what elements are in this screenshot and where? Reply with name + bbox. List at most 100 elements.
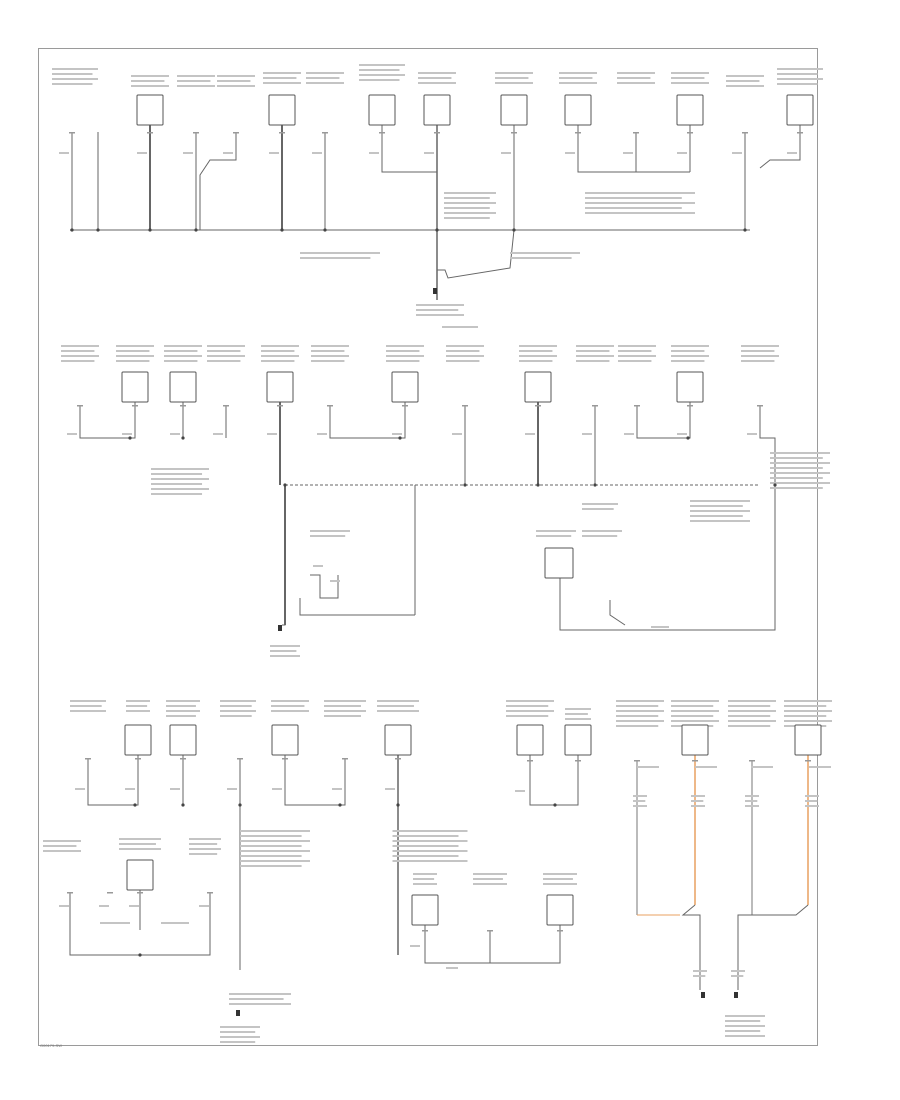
faint-label xyxy=(240,845,302,847)
component-box xyxy=(500,94,528,126)
faint-label xyxy=(240,840,310,842)
faint-label xyxy=(671,355,709,357)
faint-label xyxy=(418,72,456,74)
faint-label xyxy=(43,840,81,842)
faint-label xyxy=(623,152,633,154)
connector-pin xyxy=(634,760,640,762)
faint-label xyxy=(311,350,345,352)
faint-label xyxy=(311,345,349,347)
faint-label xyxy=(217,75,255,77)
component-box xyxy=(368,94,396,126)
faint-label xyxy=(392,855,459,857)
faint-label xyxy=(75,788,85,790)
faint-label xyxy=(116,350,150,352)
wire xyxy=(299,598,415,616)
faint-label xyxy=(300,252,380,254)
faint-label xyxy=(126,710,150,712)
splice-dot xyxy=(686,436,690,440)
faint-label xyxy=(386,350,420,352)
splice-dot xyxy=(280,228,284,232)
faint-label xyxy=(770,462,830,464)
faint-label xyxy=(99,905,109,907)
faint-label xyxy=(671,360,705,362)
faint-label xyxy=(229,1003,291,1005)
faint-label xyxy=(386,360,420,362)
faint-label xyxy=(151,473,203,475)
splice-dot xyxy=(773,483,777,487)
faint-label xyxy=(229,998,284,1000)
wire xyxy=(737,904,809,990)
connector-pin xyxy=(487,930,493,932)
wire xyxy=(310,574,339,599)
faint-label xyxy=(126,705,148,707)
faint-label xyxy=(770,452,830,454)
faint-label xyxy=(473,883,507,885)
faint-label xyxy=(220,1031,256,1033)
faint-label xyxy=(543,883,577,885)
connector-pin xyxy=(322,132,328,134)
faint-label xyxy=(519,360,553,362)
faint-label xyxy=(770,477,823,479)
faint-label xyxy=(728,715,771,717)
faint-label xyxy=(691,800,704,802)
faint-label xyxy=(125,788,135,790)
splice-dot xyxy=(138,953,142,957)
faint-label xyxy=(452,433,462,435)
faint-label xyxy=(728,705,771,707)
faint-label xyxy=(59,152,69,154)
faint-label xyxy=(784,705,827,707)
connector-pin xyxy=(135,758,141,760)
faint-label xyxy=(690,520,750,522)
component-box xyxy=(136,94,164,126)
faint-label xyxy=(52,73,93,75)
faint-label xyxy=(310,535,346,537)
wire xyxy=(577,125,690,173)
connector-pin xyxy=(527,760,533,762)
faint-label xyxy=(271,705,305,707)
wire xyxy=(559,485,776,631)
faint-label xyxy=(495,82,533,84)
faint-label xyxy=(515,790,525,792)
wire xyxy=(759,405,776,485)
faint-label xyxy=(240,860,310,862)
faint-label xyxy=(446,355,484,357)
faint-label xyxy=(317,433,327,435)
faint-label xyxy=(137,152,147,154)
ground-terminal xyxy=(734,992,738,998)
faint-label xyxy=(272,788,282,790)
faint-label xyxy=(745,800,758,802)
faint-label xyxy=(386,355,424,357)
faint-label xyxy=(732,152,742,154)
faint-label xyxy=(519,355,557,357)
faint-label xyxy=(671,720,719,722)
faint-label xyxy=(525,433,535,435)
ground-terminal xyxy=(433,288,437,294)
faint-label xyxy=(61,345,99,347)
faint-label xyxy=(446,345,484,347)
faint-label xyxy=(392,845,459,847)
faint-label xyxy=(728,720,776,722)
splice-dot xyxy=(128,436,132,440)
faint-label xyxy=(446,360,480,362)
faint-label xyxy=(616,700,664,702)
faint-label xyxy=(392,840,468,842)
faint-label xyxy=(442,326,478,328)
faint-label xyxy=(446,967,458,969)
faint-label xyxy=(576,345,614,347)
faint-label xyxy=(510,257,572,259)
connector-pin xyxy=(180,405,186,407)
faint-label xyxy=(313,565,323,567)
faint-label xyxy=(61,360,95,362)
faint-label xyxy=(164,360,198,362)
faint-label xyxy=(585,197,682,199)
faint-label xyxy=(261,355,299,357)
faint-label xyxy=(166,700,200,702)
faint-label xyxy=(582,535,618,537)
connector-pin xyxy=(237,758,243,760)
faint-label xyxy=(473,873,507,875)
diagram-border xyxy=(38,48,818,1046)
faint-label xyxy=(377,705,414,707)
faint-label xyxy=(151,488,209,490)
component-box xyxy=(794,724,822,756)
